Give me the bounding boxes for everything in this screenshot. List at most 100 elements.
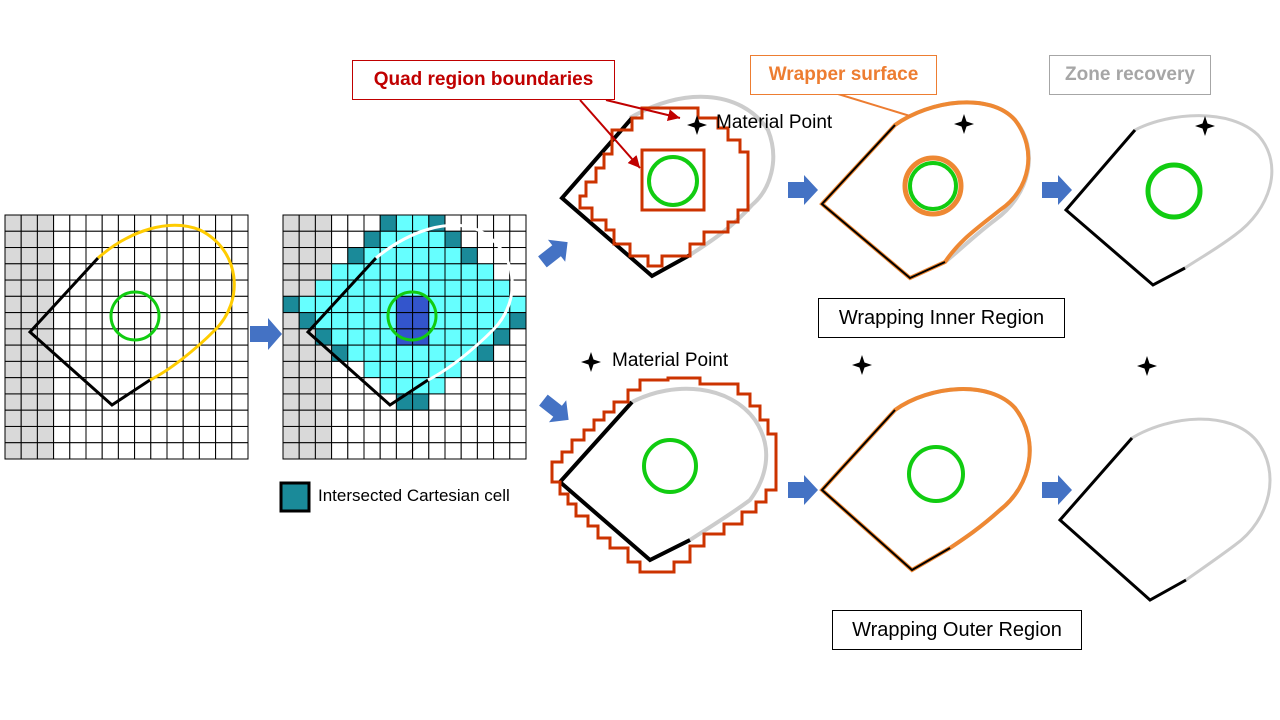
- grid-cell: [53, 312, 71, 330]
- grid-cell: [282, 393, 300, 411]
- grid-cell: [215, 214, 233, 232]
- geometry-2: [305, 223, 514, 407]
- grid-cell: [395, 344, 414, 362]
- grid-cell: [509, 312, 527, 330]
- grid-cell: [331, 425, 349, 444]
- grid-cell: [314, 377, 333, 395]
- grid-cell: [69, 312, 87, 330]
- material-point-star-icon: [852, 355, 872, 375]
- grid-cell: [509, 230, 527, 249]
- grid-cell: [395, 425, 414, 444]
- grid-cell: [36, 377, 55, 395]
- grid-cell: [412, 409, 430, 427]
- grid-cell: [182, 425, 200, 444]
- grid-cell: [347, 312, 365, 330]
- grid-cell: [347, 247, 365, 265]
- grid-cell: [69, 425, 87, 444]
- grid-cell: [347, 442, 365, 460]
- grid-cell: [166, 279, 184, 297]
- grid-cell: [363, 279, 381, 297]
- grid-cell: [36, 279, 55, 297]
- grid-cell: [282, 247, 300, 265]
- grid-cell: [166, 328, 184, 346]
- grid-cell: [298, 377, 316, 395]
- grid-cell: [36, 247, 55, 265]
- material-point-star-icon: [954, 114, 974, 134]
- grid-cell: [134, 442, 152, 460]
- grid-cell: [379, 279, 397, 297]
- grid-cell: [509, 377, 527, 395]
- grid-cell: [215, 377, 233, 395]
- grid-cell: [298, 393, 316, 411]
- grid-cell: [198, 279, 217, 297]
- grid-cell: [101, 442, 119, 460]
- wrapper-surface-top: [819, 100, 1031, 281]
- grid-cell: [150, 377, 168, 395]
- grid-cell: [379, 425, 397, 444]
- grid-cell: [379, 442, 397, 460]
- grid-cell: [198, 377, 217, 395]
- grid-cell: [150, 409, 168, 427]
- grid-cell: [182, 279, 200, 297]
- grid-cell: [117, 409, 136, 427]
- grid-cell: [69, 328, 87, 346]
- grid-cell: [117, 247, 136, 265]
- grid-cell: [493, 425, 511, 444]
- grid-cell: [69, 344, 87, 362]
- grid-cell: [198, 442, 217, 460]
- grid-cell: [85, 230, 103, 249]
- grid-cell: [347, 425, 365, 444]
- grid-cell: [101, 360, 119, 379]
- grid-cell: [282, 214, 300, 232]
- grid-cell: [150, 230, 168, 249]
- grid-cell: [428, 409, 446, 427]
- grid-cell: [4, 344, 22, 362]
- grid-cell: [509, 425, 527, 444]
- wrapping-outer-region-box: Wrapping Outer Region: [832, 610, 1082, 650]
- grid-cell: [363, 230, 381, 249]
- grid-cell: [493, 442, 511, 460]
- pointer-arrow: [837, 93, 911, 117]
- grid-cell: [166, 312, 184, 330]
- grid-cell: [20, 247, 38, 265]
- grid-cell: [20, 214, 38, 232]
- grid-cell: [20, 344, 38, 362]
- grid-cell: [69, 214, 87, 232]
- grid-cell: [444, 328, 462, 346]
- grid-cell: [460, 393, 478, 411]
- grid-cell: [298, 263, 316, 281]
- grid-cell: [85, 214, 103, 232]
- grid-cell: [101, 263, 119, 281]
- material-point-star-icon: [1195, 116, 1215, 136]
- grid-cell: [69, 442, 87, 460]
- grid-cell: [428, 263, 446, 281]
- grid-cell: [85, 409, 103, 427]
- grid-cell: [53, 214, 71, 232]
- grid-cell: [53, 393, 71, 411]
- grid-cell: [282, 425, 300, 444]
- grid-cell: [182, 247, 200, 265]
- arrow-right-icon: [1042, 475, 1072, 505]
- grid-cell: [215, 263, 233, 281]
- grid-cell: [198, 360, 217, 379]
- grid-cell: [117, 312, 136, 330]
- grid-cell: [412, 344, 430, 362]
- grid-cell: [150, 247, 168, 265]
- grid-cell: [117, 425, 136, 444]
- grid-cell: [182, 230, 200, 249]
- grid-cell: [314, 442, 333, 460]
- grid-cell: [4, 295, 22, 314]
- grid-cell: [53, 247, 71, 265]
- grid-cell: [215, 393, 233, 411]
- grid-cell: [379, 344, 397, 362]
- grid-cell: [363, 295, 381, 314]
- grid-cell: [53, 230, 71, 249]
- grid-cell: [314, 409, 333, 427]
- grid-cell: [298, 425, 316, 444]
- grid-cell: [36, 214, 55, 232]
- grid-cell: [347, 328, 365, 346]
- material-point-star-icon: [687, 115, 707, 135]
- grid-cell: [134, 344, 152, 362]
- wrapper-surface-title: Wrapper surface: [750, 55, 937, 95]
- grid-cell: [150, 279, 168, 297]
